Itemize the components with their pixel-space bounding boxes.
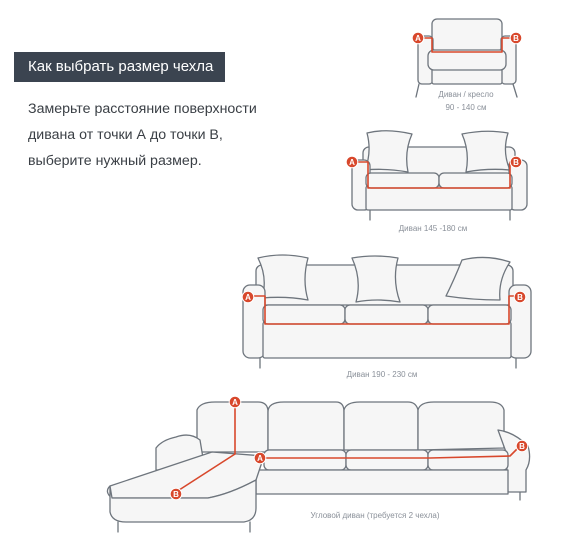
sofa-small-pillow-left [364, 130, 413, 173]
corner-sofa-right-base [255, 469, 509, 495]
sofa-large-cushion-1 [262, 304, 346, 325]
marker-b-label: B [513, 34, 519, 43]
sofa-large-illustration: A B [241, 254, 532, 369]
sofa-small-legs [369, 209, 511, 221]
armchair-caption-line-1: Диван / кресло [438, 90, 494, 99]
sofa-small-base [365, 185, 513, 211]
sofa-small-cushion-left [365, 172, 440, 189]
sofa-large-pillow-center [351, 255, 401, 303]
marker-a-sofa-large: A [241, 290, 255, 304]
corner-sofa-caption: Угловой диван (требуется 2 чехла) [310, 511, 439, 520]
marker-a-label: A [245, 293, 251, 302]
corner-sofa-measure-diagonal [175, 453, 236, 493]
corner-sofa-cushion-1 [263, 449, 347, 471]
corner-sofa-back-1 [267, 401, 345, 451]
marker-b-label: B [517, 293, 523, 302]
marker-a-armchair: A [411, 31, 425, 45]
sofa-large-pillow-right [445, 256, 511, 301]
marker-a-corner-top: A [228, 395, 242, 409]
marker-b-label: B [173, 490, 179, 499]
corner-sofa-back-left [196, 401, 269, 453]
instruction-line-2: дивана от точки А до точки В, [28, 127, 223, 143]
sofa-large-measure-line [249, 295, 523, 325]
corner-sofa-cushion-2 [345, 449, 429, 471]
corner-sofa-back-2 [343, 401, 419, 451]
marker-b-sofa-small: B [509, 155, 523, 169]
armchair-caption-line-2: 90 - 140 см [445, 103, 486, 112]
page-title: Как выбрать размер чехла [28, 58, 214, 75]
title-bar: Как выбрать размер чехла [14, 52, 225, 82]
corner-sofa-back-3 [417, 401, 505, 451]
sofa-large-cushion-2 [344, 304, 429, 325]
marker-a-sofa-small: A [345, 155, 359, 169]
sofa-small-caption: Диван 145 -180 см [399, 224, 467, 233]
marker-b-label: B [519, 442, 525, 451]
marker-b-armchair: B [509, 31, 523, 45]
corner-sofa-cushion-3 [427, 449, 509, 471]
corner-sofa-illustration: A B A B [106, 395, 531, 533]
sofa-small-pillow-right [461, 130, 511, 173]
marker-a-label: A [349, 158, 355, 167]
armchair-legs [415, 83, 518, 98]
sofa-large-legs [259, 357, 517, 369]
armchair-illustration: A B [411, 18, 523, 98]
instruction-line-1: Замерьте расстояние поверхности [28, 101, 257, 117]
marker-a-label: A [232, 398, 238, 407]
sofa-small-cushion-right [438, 172, 513, 189]
sofa-large-cushion-3 [427, 304, 512, 325]
armchair-seat [427, 49, 507, 71]
corner-sofa-chaise-base [109, 479, 257, 523]
armchair-measure-line [424, 37, 510, 53]
sofa-large-caption: Диван 190 - 230 см [347, 370, 418, 379]
marker-b-label: B [513, 158, 519, 167]
marker-a-corner-seat: A [253, 451, 267, 465]
armchair-back [431, 18, 503, 52]
corner-sofa-legs [117, 491, 521, 533]
sofa-large-base [262, 321, 512, 359]
marker-a-label: A [415, 34, 421, 43]
marker-b-sofa-large: B [513, 290, 527, 304]
corner-sofa-measure-horizontal [261, 445, 521, 459]
sofa-small-illustration: A B [345, 130, 528, 221]
marker-b-corner-bottom: B [169, 487, 183, 501]
sofa-large-pillow-left [257, 254, 309, 301]
instruction-line-3: выберите нужный размер. [28, 153, 202, 169]
marker-b-corner-right: B [515, 439, 529, 453]
marker-a-label: A [257, 454, 263, 463]
instruction-text: Замерьте расстояние поверхности дивана о… [28, 96, 298, 174]
